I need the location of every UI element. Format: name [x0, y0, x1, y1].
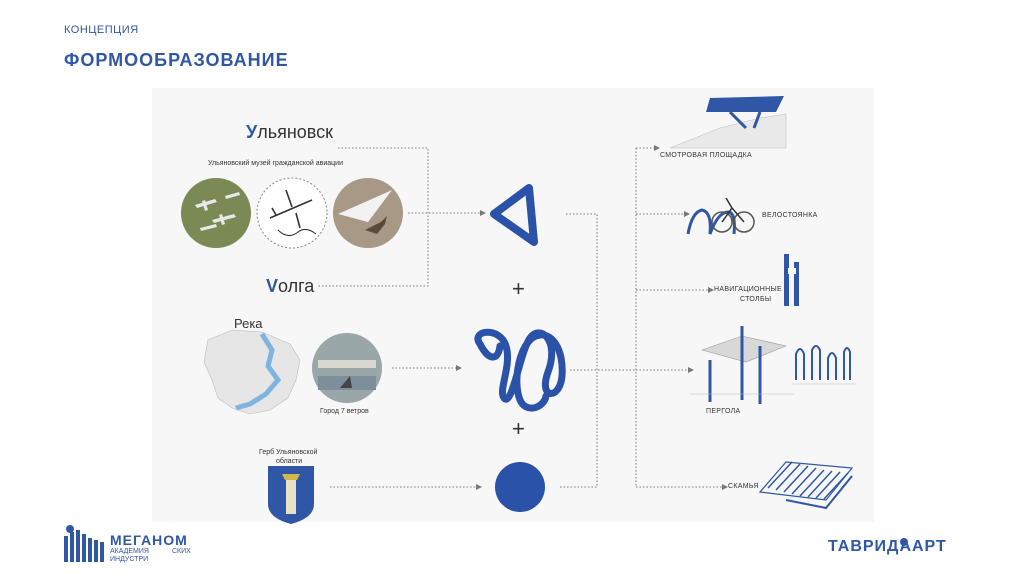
label-bench: СКАМЬЯ — [728, 483, 759, 490]
kicker: КОНЦЕПЦИЯ — [64, 24, 139, 36]
city-caption: Город 7 ветров — [320, 408, 369, 415]
plane-sketch-circle — [256, 177, 328, 249]
city-rest: льяновск — [257, 122, 334, 142]
river-label: Река — [234, 316, 263, 331]
city-ulyanovsk: Ульяновск — [246, 122, 333, 143]
navigation-posts-illustration — [784, 254, 799, 306]
city-volga: Vолга — [266, 276, 314, 297]
coat-of-arms-icon — [268, 466, 314, 524]
tavrida-logo-part-2: АРТ — [912, 538, 947, 555]
coat-caption-line-2: области — [276, 458, 303, 465]
bike-rack-illustration — [686, 197, 755, 235]
meganom-sub-2: ИНДУСТРИ — [110, 556, 149, 563]
label-bike-rack: ВЕЛОСТОЯНКА — [762, 212, 818, 219]
label-nav-posts-1: НАВИГАЦИОННЫЕ — [714, 286, 782, 293]
river-map — [203, 329, 301, 415]
plane-icon — [269, 189, 317, 236]
meganom-sub-1: АКАДЕМИЯ — [110, 548, 149, 555]
bench-illustration — [758, 461, 854, 510]
label-pergola: ПЕРГОЛА — [706, 408, 741, 415]
tavrida-logo-part-1: ТАВРИДА — [828, 538, 912, 555]
plus-sign-2: + — [512, 416, 525, 441]
wave-scribble-icon — [474, 328, 566, 412]
arrow-shape-icon — [490, 184, 538, 246]
tavrida-dot-icon — [900, 538, 908, 546]
connector-ulyanovsk — [318, 147, 429, 287]
connector-shapes — [560, 213, 598, 488]
coat-caption-line-1: Герб Ульяновской — [259, 449, 318, 456]
volga-rest: олга — [278, 276, 315, 296]
volga-initial: V — [266, 276, 279, 296]
meganom-logo-mark — [64, 525, 104, 562]
meganom-sub-3: СКИХ — [172, 548, 191, 555]
circle-shape-icon — [495, 462, 545, 512]
plus-sign-1: + — [512, 276, 525, 301]
pergola-illustration — [690, 326, 794, 404]
diagram-panel — [152, 88, 874, 522]
meganom-logo-text: МЕГАНОМ — [110, 532, 188, 548]
paper-plane-icon — [338, 190, 392, 234]
city-initial: У — [246, 122, 258, 142]
label-nav-posts-2: СТОЛБЫ — [740, 296, 772, 303]
viewpoint-illustration — [669, 96, 787, 149]
label-viewpoint: СМОТРОВАЯ ПЛОЩАДКА — [660, 152, 753, 159]
museum-caption: Ульяновский музей гражданской авиации — [208, 160, 343, 167]
page-title: ФОРМООБРАЗОВАНИЕ — [64, 50, 289, 70]
pergola-detail-illustration — [792, 345, 856, 385]
museum-photo-circle — [181, 178, 251, 248]
